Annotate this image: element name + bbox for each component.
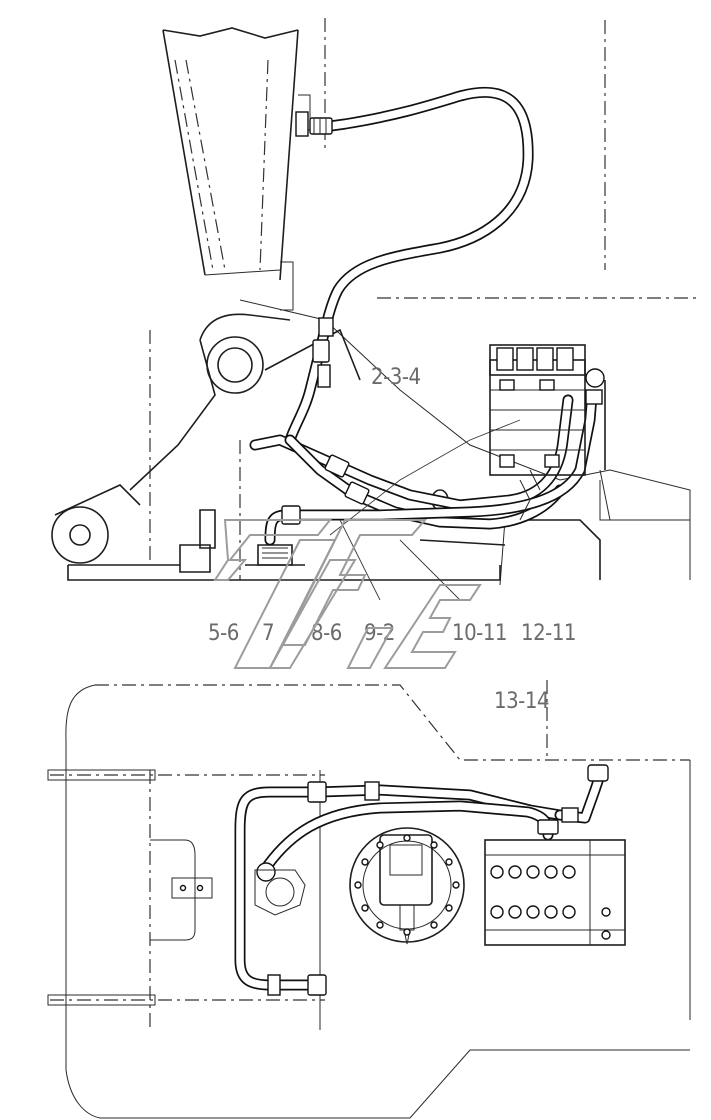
- bracket: [171, 877, 213, 899]
- pump-fitting-icon: [256, 862, 276, 882]
- callout-2-3-4: 2-3-4: [371, 365, 421, 390]
- hose-fitting-icon: [307, 781, 327, 803]
- port-icon: [544, 865, 558, 879]
- watermark-logo: [213, 519, 482, 669]
- solenoid-icon: [516, 347, 534, 371]
- callout-9-2: 9-2: [364, 621, 395, 646]
- valve-pipes: [249, 389, 598, 601]
- pivot-lug: [51, 313, 361, 564]
- valve-housing: [484, 839, 626, 946]
- port-icon: [544, 905, 558, 919]
- solenoid-icon: [556, 347, 574, 371]
- lower-view: 13-14: [47, 680, 691, 1119]
- elbow-fitting-icon: [585, 368, 605, 388]
- callout-12-11: 12-11: [521, 621, 576, 646]
- control-valve-block: [489, 344, 606, 476]
- valve-block-plan: [484, 839, 626, 946]
- port-icon: [508, 865, 522, 879]
- hose-fitting-icon: [324, 454, 350, 478]
- hose-fitting-icon: [312, 339, 330, 363]
- callout-5-6: 5-6: [208, 621, 239, 646]
- slewing-ring: [349, 827, 465, 945]
- pivot-pin-icon: [217, 347, 253, 383]
- base-plate: [67, 489, 601, 581]
- callout-13-14: 13-14: [494, 689, 549, 714]
- lower-callouts: 13-14: [494, 689, 550, 714]
- pump-flange: [254, 869, 306, 916]
- pivot-boss: [206, 336, 264, 394]
- port-icon: [562, 905, 576, 919]
- boom-column: [162, 27, 311, 311]
- lower-hoses: [234, 764, 609, 996]
- hose-fitting-icon: [309, 117, 333, 135]
- rear-eye: [51, 506, 109, 564]
- port-icon: [562, 865, 576, 879]
- elbow-fitting-icon: [281, 505, 301, 525]
- cross-bar: [47, 769, 156, 781]
- solenoid-icon: [536, 347, 554, 371]
- solenoid-icon: [496, 347, 514, 371]
- frame-outline: [149, 18, 700, 586]
- cross-bar: [47, 994, 156, 1006]
- upper-view: 2-3-4 5-6 7 8-6 9-2 10-11 12-11: [51, 18, 700, 646]
- port-icon: [490, 865, 504, 879]
- port-icon: [526, 905, 540, 919]
- hose-fitting-icon: [344, 481, 370, 505]
- upper-callouts: 2-3-4 5-6 7 8-6 9-2 10-11 12-11: [208, 365, 577, 646]
- hose-fitting-icon: [307, 974, 327, 996]
- port-icon: [490, 905, 504, 919]
- pump-body: [257, 544, 293, 566]
- chassis-plan: [47, 680, 691, 1119]
- hose-fitting-icon: [364, 781, 380, 801]
- upper-main-hose: [284, 86, 534, 446]
- callout-7: 7: [262, 621, 274, 646]
- port-icon: [508, 905, 522, 919]
- port-icon: [526, 865, 540, 879]
- callout-10-11: 10-11: [452, 621, 507, 646]
- elbow-fitting-icon: [587, 764, 609, 782]
